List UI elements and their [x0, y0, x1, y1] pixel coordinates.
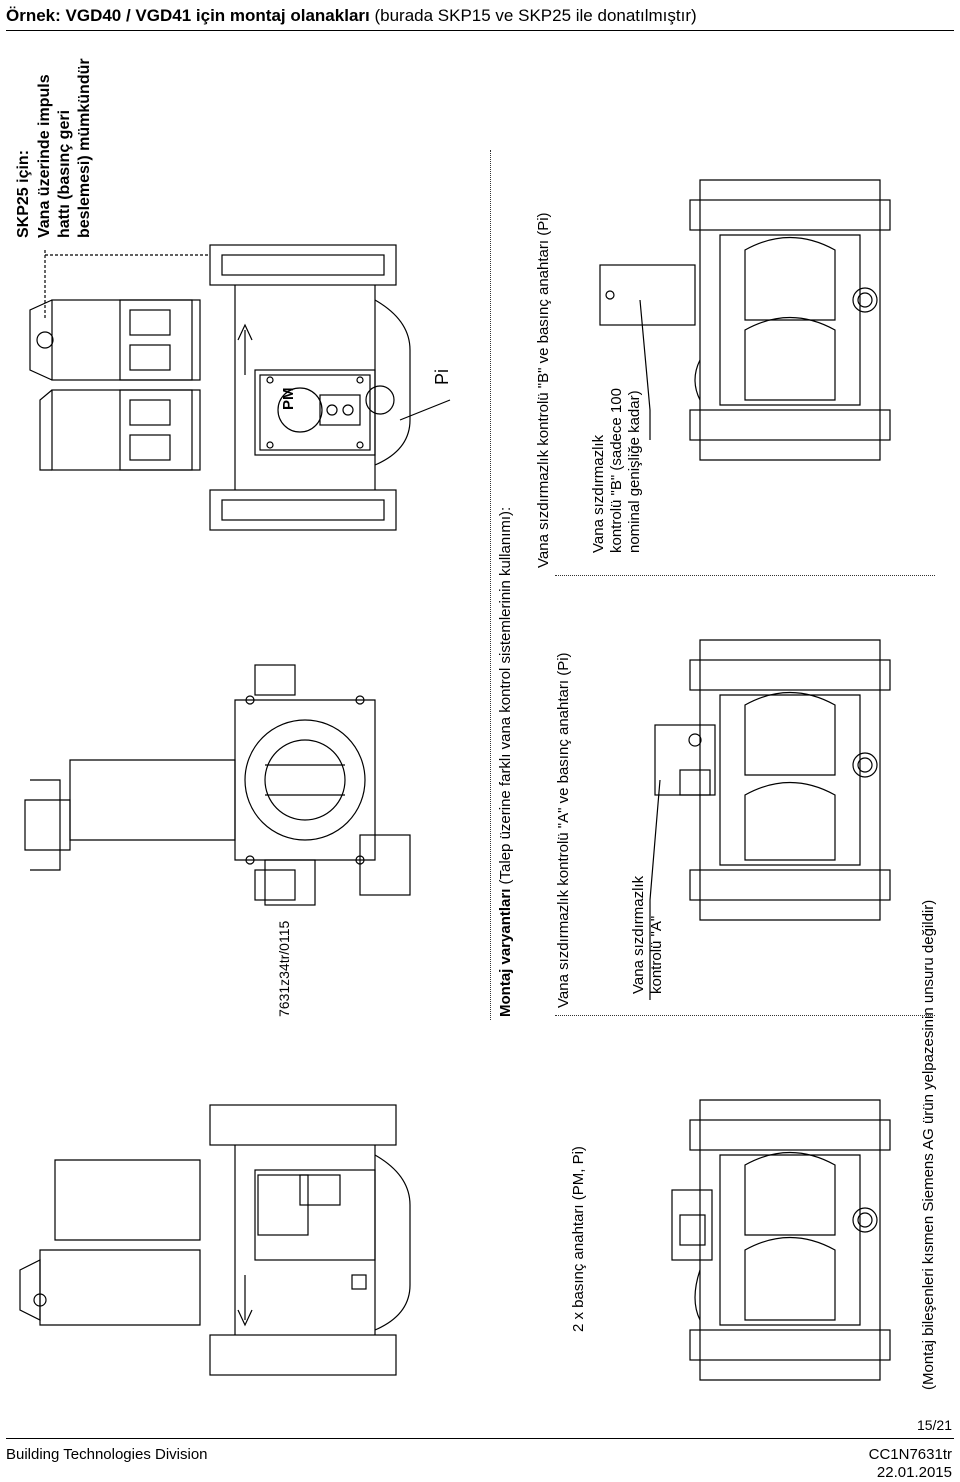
variant2-label-line2: kontrolü "A" [648, 915, 665, 994]
disclaimer-note: (Montaj bileşenleri kısmen Siemens AG ür… [920, 899, 937, 1390]
variants-heading-bold: Montaj varyantları [497, 888, 514, 1017]
variant3-label-line3: nominal genişliğe kadar) [626, 390, 643, 553]
variant3-label-line2: kontrolü "B" (sadece 100 [608, 388, 625, 553]
variant2-label-line1: Vana sızdırmazlık [630, 875, 647, 994]
skp25-note-line1: SKP25 için: [15, 149, 32, 238]
variant-divider-1 [555, 575, 935, 576]
page-title-rest: (burada SKP15 ve SKP25 ile donatılmıştır… [369, 6, 697, 25]
page-number: 15/21 [916, 1417, 952, 1433]
footer-division: Building Technologies Division [6, 1446, 208, 1463]
pm-label: PM [280, 387, 297, 411]
variant-divider-2 [555, 1015, 935, 1016]
valve-top-view-drawing [29, 244, 451, 531]
drawing-reference: 7631z34tr/0115 [276, 920, 292, 1017]
variant3-title: Vana sızdırmazlık kontrolü "B" ve basınç… [535, 212, 552, 568]
skp25-note-line4: beslemesi) mümkündür [76, 58, 93, 238]
pi-label: Pi [432, 368, 452, 385]
valve-front-view-pressure-switches [671, 1099, 891, 1381]
footer-date: 22.01.2015 [876, 1464, 952, 1481]
variants-heading-rest: (Talep üzerine farklı vana kontrol siste… [497, 506, 514, 889]
header-rule [6, 30, 954, 31]
valve-side-view-drawing [24, 664, 411, 906]
valve-front-view-vpb [599, 179, 891, 461]
variant3-label-line1: Vana sızdırmazlık [590, 434, 607, 553]
page-title-bold: Örnek: VGD40 / VGD41 için montaj olanakl… [6, 6, 370, 25]
variant1-title: 2 x basınç anahtarı (PM, Pi) [570, 1146, 587, 1332]
valve-variant1-drawing [19, 1104, 411, 1376]
variants-separator-line [490, 150, 491, 1020]
page-title: Örnek: VGD40 / VGD41 için montaj olanakl… [6, 6, 697, 26]
variant2-title: Vana sızdırmazlık kontrolü "A" ve basınç… [555, 652, 572, 1008]
footer-rule [6, 1438, 954, 1439]
skp25-note-line3: hattı (basınç geri [56, 109, 73, 238]
footer-doc-id: CC1N7631tr [868, 1446, 952, 1463]
valve-front-view-vpa [654, 639, 891, 921]
skp25-note-line2: Vana üzerinde impuls [36, 74, 53, 238]
variants-heading: Montaj varyantları (Talep üzerine farklı… [497, 507, 514, 1017]
